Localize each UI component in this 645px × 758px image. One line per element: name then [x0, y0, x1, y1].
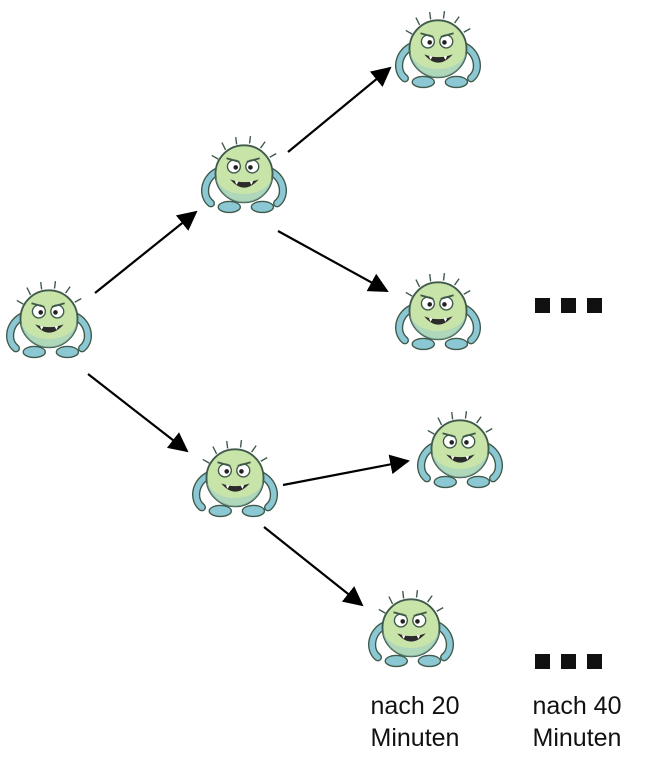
arrow-root-to-gen1-bottom: [87, 373, 189, 453]
microbe-gen2-d-icon: [372, 590, 450, 666]
microbe-root-icon: [10, 281, 88, 357]
ellipsis-icon-bottom: [535, 654, 602, 669]
microbe-gen2-b-icon: [399, 273, 477, 349]
caption-after-40-minutes: nach 40 Minuten: [512, 690, 642, 754]
caption-20-line2: Minuten: [370, 724, 460, 752]
arrow-gen1-bottom-to-gen2-c: [282, 454, 410, 487]
arrow-gen1-top-to-gen2-a: [287, 66, 392, 153]
caption-after-20-minutes: nach 20 Minuten: [350, 690, 480, 754]
caption-40-line2: Minuten: [532, 724, 622, 752]
microbe-gen2-a-icon: [399, 11, 477, 87]
microbe-gen1-bottom-icon: [196, 440, 274, 516]
microbe-gen1-top-icon: [205, 136, 283, 212]
caption-40-line1: nach 40: [532, 692, 622, 720]
arrow-root-to-gen1-top: [94, 210, 198, 294]
arrow-gen1-bottom-to-gen2-d: [263, 526, 364, 607]
arrows: [87, 66, 410, 607]
arrow-gen1-top-to-gen2-b: [277, 230, 389, 292]
microbe-gen2-c-icon: [421, 411, 499, 487]
ellipsis-icon-middle: [535, 298, 602, 313]
caption-20-line1: nach 20: [370, 692, 460, 720]
